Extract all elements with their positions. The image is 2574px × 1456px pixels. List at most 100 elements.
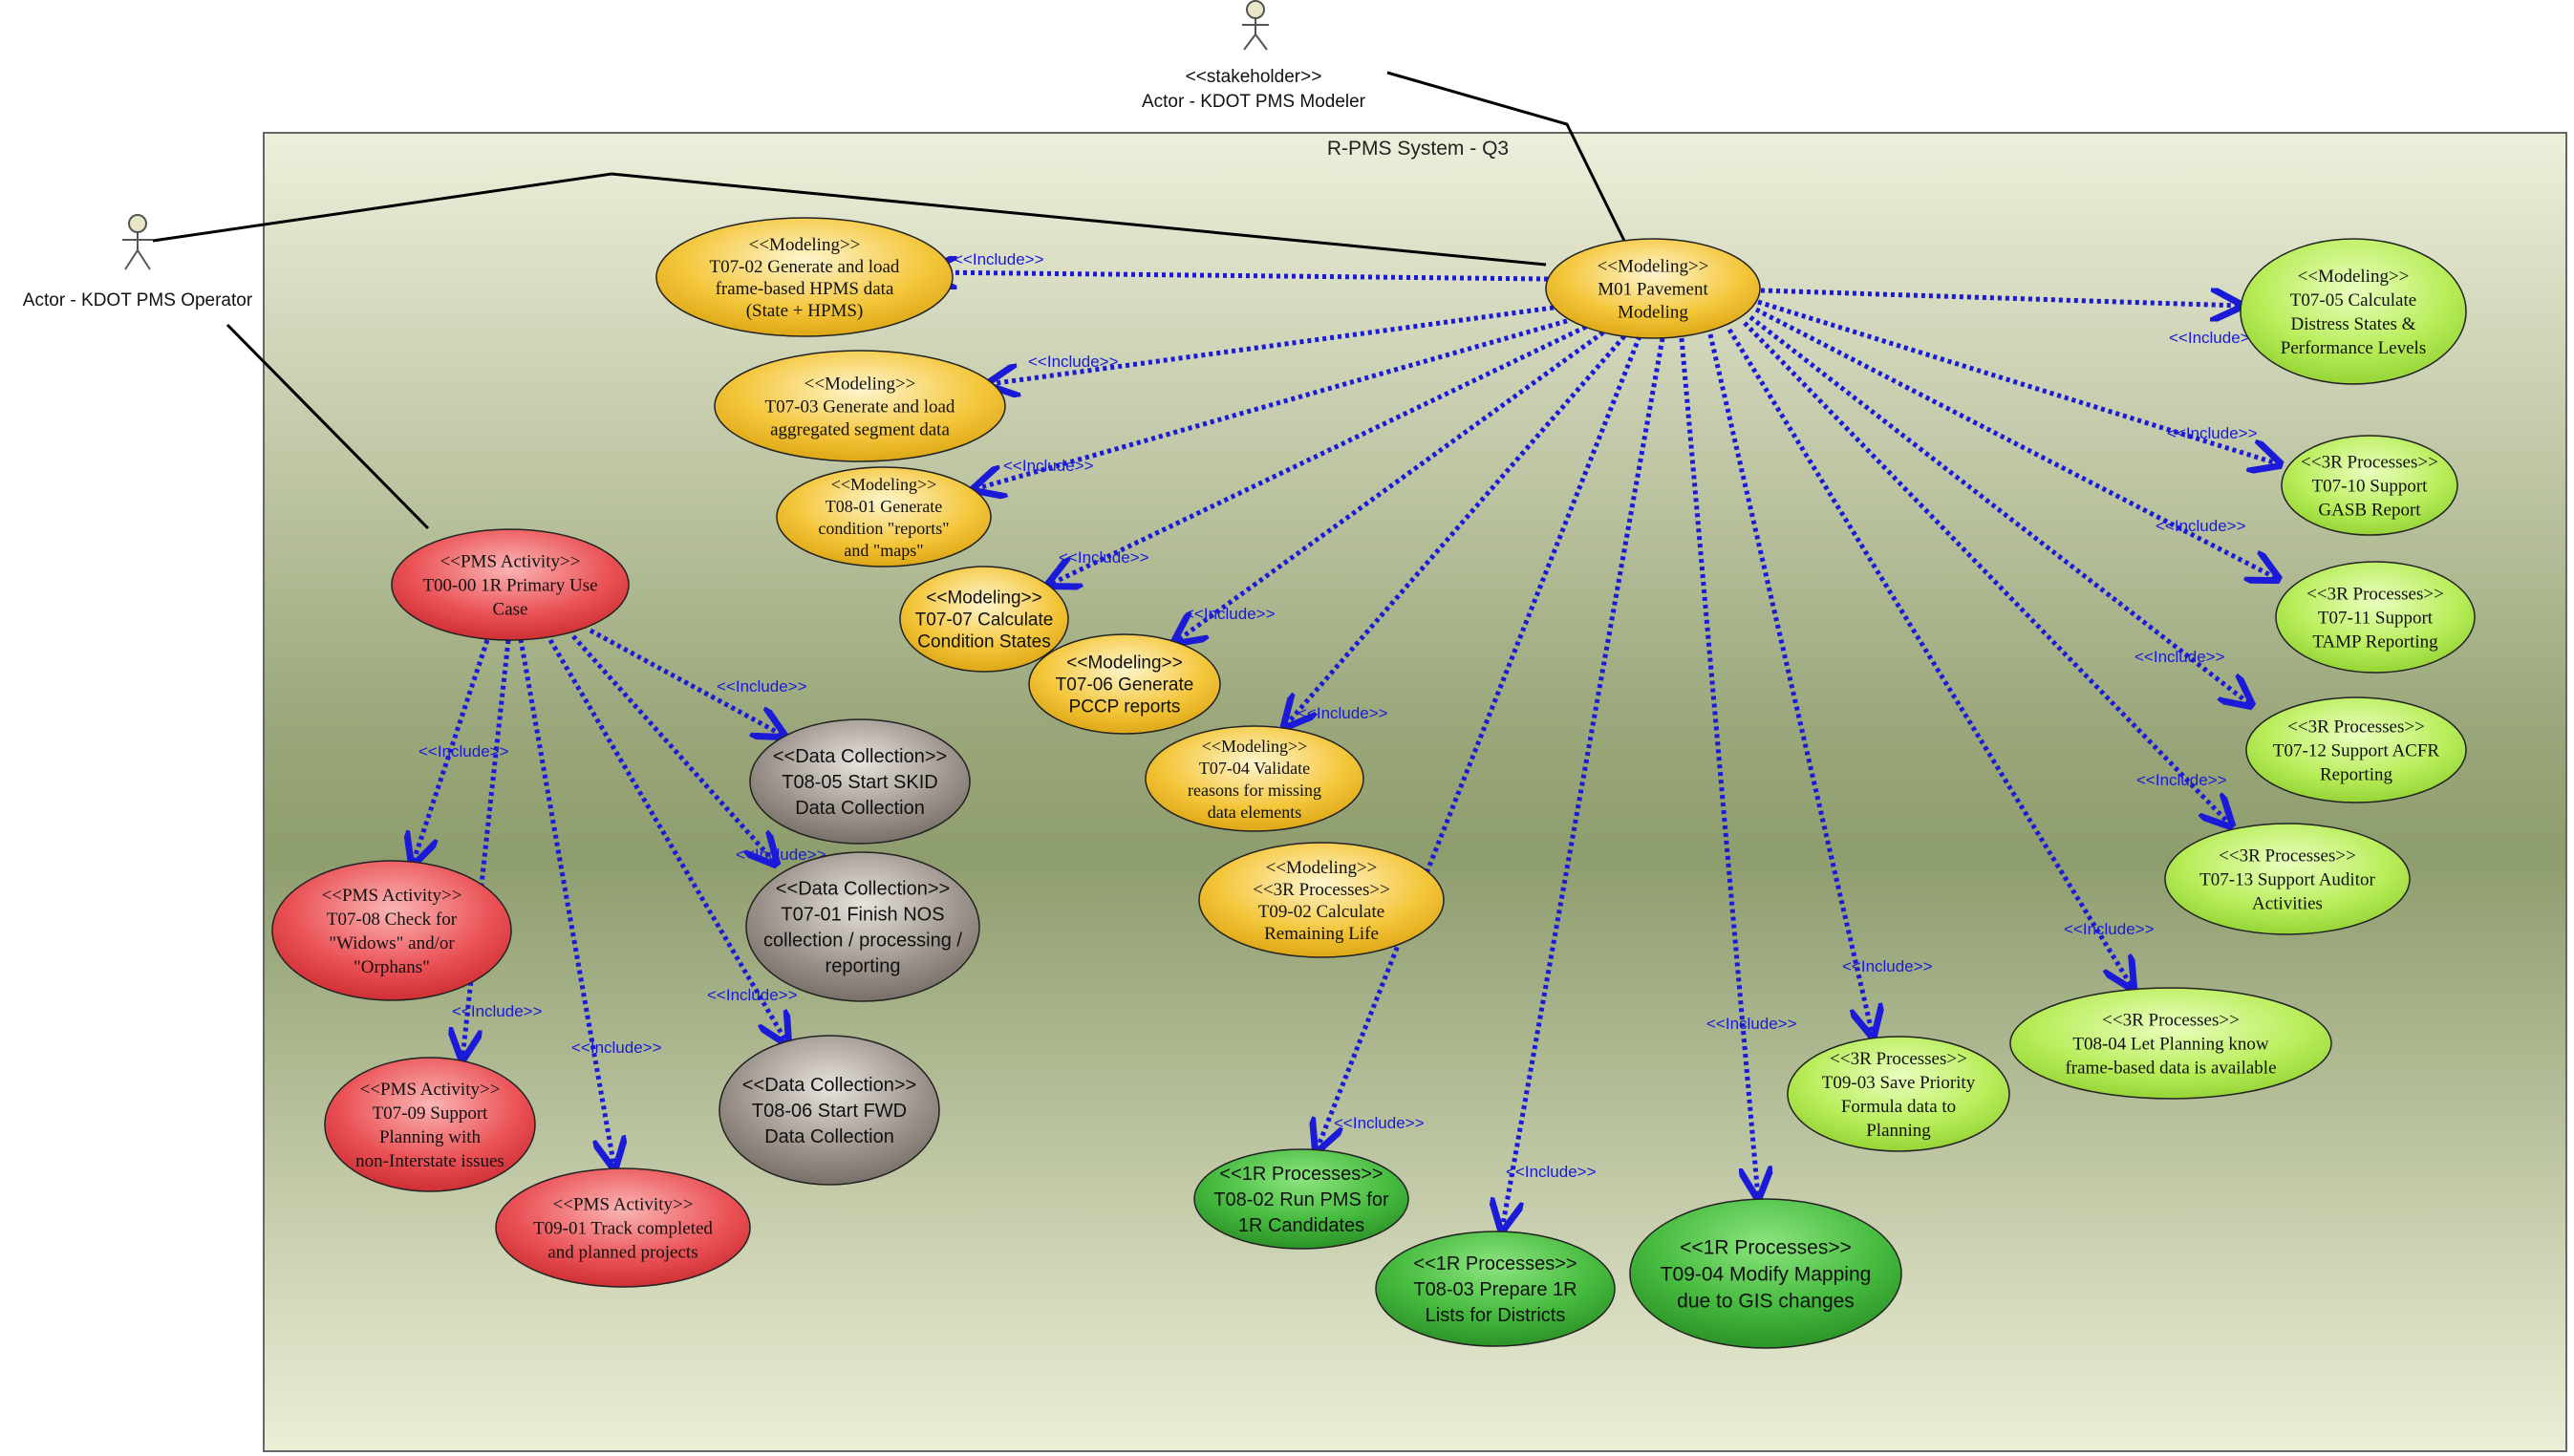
use-case-label: Condition States [917, 632, 1050, 653]
use-case-label: Remaining Life [1264, 924, 1379, 944]
use-case-label: T07-09 Support [373, 1103, 489, 1124]
use-case-label: T07-11 Support [2318, 609, 2434, 629]
include-arrow-m01-t0703 [989, 305, 1555, 384]
use-case-ellipse [655, 217, 954, 337]
use-case-ellipse [2009, 987, 2332, 1100]
use-case-t0702[interactable]: <<Modeling>>T07-02 Generate and loadfram… [655, 217, 954, 337]
use-case-label: T00-00 1R Primary Use [422, 576, 597, 596]
use-case-label: T09-01 Track completed [533, 1219, 713, 1239]
use-case-label: GASB Report [2318, 501, 2421, 521]
use-case-t0701[interactable]: <<Data Collection>>T07-01 Finish NOScoll… [745, 851, 980, 1002]
actor-operator-name: Actor - KDOT PMS Operator [23, 290, 253, 310]
use-case-label: T07-03 Generate and load [765, 397, 955, 418]
include-arrow-m01-t0802 [1317, 335, 1642, 1150]
use-case-ellipse [271, 860, 512, 1001]
use-case-t0903[interactable]: <<3R Processes>>T09-03 Save PriorityForm… [1787, 1036, 2010, 1152]
actor-operator[interactable]: Actor - KDOT PMS Operator [23, 214, 253, 310]
include-labels: <<Include>> <<Include>> <<Include>> <<Inclu… [418, 250, 2260, 1181]
use-case-label: TAMP Reporting [2312, 632, 2438, 653]
include-label: <<Include>> [2136, 771, 2227, 789]
include-arrow-t0000-t0901 [518, 638, 614, 1167]
use-case-label: PCCP reports [1069, 697, 1181, 717]
use-case-label: T07-02 Generate and load [710, 257, 900, 277]
use-case-t0901[interactable]: <<PMS Activity>>T09-01 Track completedan… [495, 1167, 751, 1288]
use-case-t0713[interactable]: <<3R Processes>>T07-13 Support AuditorAc… [2164, 823, 2411, 935]
use-case-t0000[interactable]: <<PMS Activity>>T00-00 1R Primary UseCas… [391, 528, 630, 641]
use-case-label: aggregated segment data [770, 420, 950, 440]
include-label: <<Include>> [2156, 517, 2246, 535]
include-arrow-t0000-t0701 [571, 634, 776, 864]
use-case-ellipse [1375, 1231, 1616, 1347]
use-case-label: <<3R Processes>> [1253, 880, 1390, 900]
include-label: <<Include>> [1706, 1015, 1797, 1033]
use-case-stereotype: <<PMS Activity>> [322, 886, 462, 906]
use-case-label: Performance Levels [2281, 338, 2426, 358]
use-case-label: reasons for missing [1188, 781, 1321, 800]
use-case-label: T07-01 Finish NOS [781, 905, 944, 926]
use-case-label: T07-12 Support ACFR [2273, 741, 2440, 761]
use-case-t0708[interactable]: <<PMS Activity>>T07-08 Check for"Widows"… [271, 860, 512, 1001]
use-case-label: "Orphans" [354, 957, 430, 977]
use-case-t0805[interactable]: <<Data Collection>>T08-05 Start SKIDData… [749, 718, 971, 845]
include-arrow-t0000-t0709 [462, 639, 511, 1059]
use-case-stereotype: <<Data Collection>> [742, 1075, 916, 1096]
use-case-label: T07-07 Calculate [915, 610, 1054, 631]
use-case-label: condition "reports" [818, 519, 949, 538]
use-case-t0804[interactable]: <<3R Processes>>T08-04 Let Planning know… [2009, 987, 2332, 1100]
include-label: <<Include>> [1059, 548, 1149, 567]
use-case-stereotype: <<Modeling>> [804, 375, 916, 395]
use-case-label: T07-06 Generate [1056, 675, 1194, 696]
use-case-label: Formula data to [1841, 1097, 1956, 1117]
use-case-stereotype: <<Modeling>> [2298, 267, 2410, 287]
use-case-t0703[interactable]: <<Modeling>>T07-03 Generate and loadaggr… [714, 350, 1006, 462]
use-case-stereotype: <<1R Processes>> [1680, 1236, 1852, 1258]
actor-modeler[interactable]: <<stakeholder>> Actor - KDOT PMS Modeler [1142, 0, 1366, 112]
use-case-t0806[interactable]: <<Data Collection>>T08-06 Start FWDData … [719, 1035, 940, 1186]
use-case-stereotype: <<Modeling>> [749, 235, 861, 255]
use-case-label: T07-08 Check for [327, 910, 458, 930]
include-label: <<Include>> [418, 742, 509, 760]
use-case-t0902[interactable]: <<Modeling>><<3R Processes>>T09-02 Calcu… [1198, 842, 1445, 958]
use-case-ellipse [2275, 561, 2476, 674]
use-case-ellipse [2281, 435, 2458, 536]
use-case-label: T08-02 Run PMS for [1213, 1189, 1389, 1210]
use-case-label: Reporting [2320, 765, 2392, 785]
include-label: <<Include>> [571, 1038, 662, 1057]
use-case-label: T07-05 Calculate [2290, 290, 2416, 310]
use-cases: <<Modeling>>M01 PavementModeling<<Modeli… [271, 217, 2476, 1349]
use-case-stereotype: <<3R Processes>> [1830, 1049, 1967, 1069]
use-case-ellipse [1629, 1198, 1902, 1349]
use-case-label: due to GIS changes [1677, 1290, 1855, 1312]
include-label: <<Include>> [2167, 424, 2258, 442]
use-case-ellipse [324, 1057, 536, 1192]
include-label: <<Include>> [1298, 704, 1388, 722]
use-case-stereotype: <<Modeling>> [831, 475, 937, 494]
use-case-ellipse [899, 566, 1069, 673]
use-case-ellipse [714, 350, 1006, 462]
use-case-ellipse [749, 718, 971, 845]
stick-figure-icon [122, 214, 153, 270]
use-case-stereotype: <<PMS Activity>> [553, 1195, 694, 1215]
actor-modeler-stereotype: <<stakeholder>> [1186, 67, 1322, 87]
use-case-t0712[interactable]: <<3R Processes>>T07-12 Support ACFRRepor… [2245, 696, 2467, 803]
use-case-t0904[interactable]: <<1R Processes>>T09-04 Modify Mappingdue… [1629, 1198, 1902, 1349]
use-case-ellipse [2240, 238, 2467, 385]
use-case-label: M01 Pavement [1598, 280, 1708, 300]
use-case-stereotype: <<3R Processes>> [2219, 846, 2356, 867]
use-case-stereotype: <<Modeling>> [1598, 257, 1709, 277]
include-label: <<Include>> [452, 1002, 543, 1020]
use-case-stereotype: <<Modeling>> [1266, 858, 1378, 878]
association-modeler-m01 [1386, 71, 1626, 242]
